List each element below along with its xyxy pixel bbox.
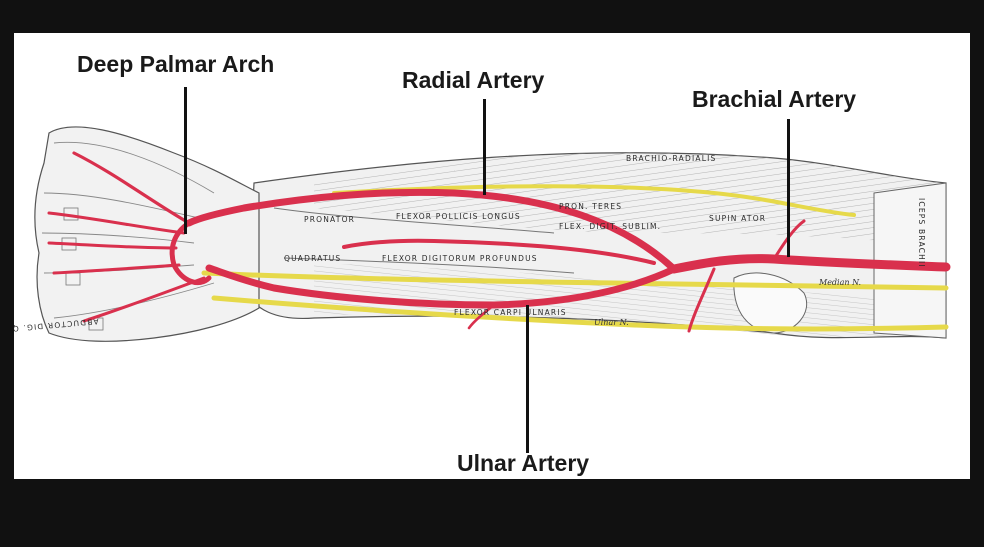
forearm-illustration: BRACHIO-RADIALIS FLEXOR POLLICIS LONGUS … — [14, 126, 951, 342]
leader-brachial-artery — [787, 119, 790, 257]
label-deep-palmar-arch: Deep Palmar Arch — [77, 51, 275, 77]
plate-label: SUPIN ATOR — [709, 214, 766, 223]
leader-radial-artery — [483, 99, 486, 195]
median-nerve — [201, 270, 949, 291]
ulnar-artery-vessel — [205, 264, 678, 309]
diagram-panel: BRACHIO-RADIALIS FLEXOR POLLICIS LONGUS … — [14, 33, 970, 479]
plate-label: FLEXOR DIGITORUM PROFUNDUS — [382, 254, 538, 263]
plate-label: FLEX. DIGIT. SUBLIM. — [559, 222, 661, 231]
leader-deep-palmar-arch — [184, 87, 187, 234]
radial-nerve — [332, 184, 856, 217]
label-brachial-artery: Brachial Artery — [692, 86, 857, 112]
brachial-artery-vessel — [669, 254, 951, 274]
label-radial-artery: Radial Artery — [402, 67, 545, 93]
plate-label: PRON. TERES — [559, 202, 622, 211]
nerves — [201, 184, 949, 332]
plate-label: QUADRATUS — [284, 254, 341, 263]
label-ulnar-artery: Ulnar Artery — [457, 450, 590, 476]
plate-label: PRONATOR — [304, 215, 355, 224]
plate-label: FLEXOR CARPI ULNARIS — [454, 308, 567, 317]
plate-label: FLEXOR POLLICIS LONGUS — [396, 212, 521, 221]
plate-label: Median N. — [818, 278, 861, 287]
plate-label: BRACHIO-RADIALIS — [626, 154, 716, 163]
ulnar-nerve — [211, 295, 949, 332]
hand-outline — [34, 126, 260, 342]
leader-ulnar-artery — [526, 305, 529, 453]
radial-artery-vessel — [185, 188, 678, 273]
plate-label: ICEPS BRACHII — [917, 198, 926, 268]
interosseous-artery-vessel — [342, 238, 656, 265]
plate-label: Ulnar N. — [594, 318, 629, 327]
